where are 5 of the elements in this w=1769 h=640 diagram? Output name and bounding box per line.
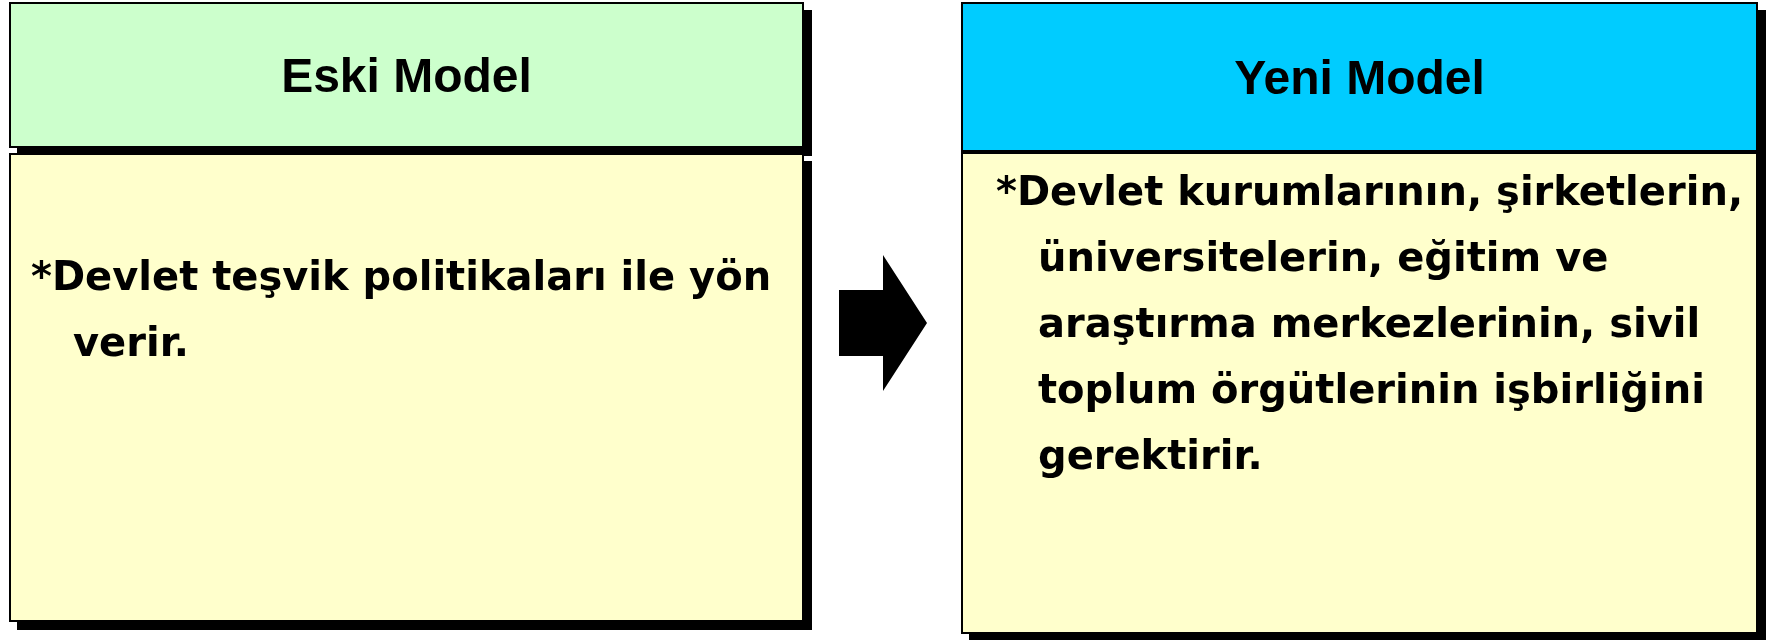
header-title: Yeni Model <box>1234 49 1485 105</box>
body-text: *Devlet teşvik politikaları ile yön verir. <box>31 252 773 367</box>
header-title: Eski Model <box>281 47 532 103</box>
block-arrow <box>839 255 927 391</box>
body-text: *Devlet kurumlarının, şirketlerin, üniversitelerin, eğitim ve araştırma merkezlerinin, sivil toplum örgütlerinin işbirliğini gerektirir. <box>996 167 1745 480</box>
